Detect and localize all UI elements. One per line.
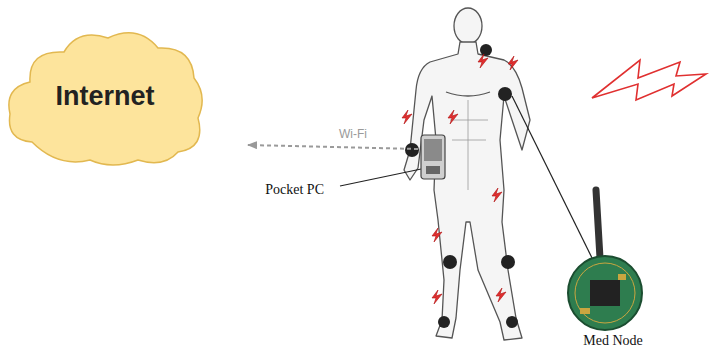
pda-shape	[420, 134, 446, 180]
wifi-link	[248, 145, 418, 149]
pocket-pc: Pocket PC	[420, 134, 446, 180]
cloud-label: Internet	[2, 22, 208, 170]
cloud-node: Internet	[2, 22, 208, 170]
device-label: Med Node	[583, 333, 643, 349]
med-node: Med Node	[566, 254, 644, 332]
board-shape	[566, 254, 644, 332]
device-label: Pocket PC	[265, 182, 324, 198]
link-label: Wi-Fi	[337, 127, 369, 141]
